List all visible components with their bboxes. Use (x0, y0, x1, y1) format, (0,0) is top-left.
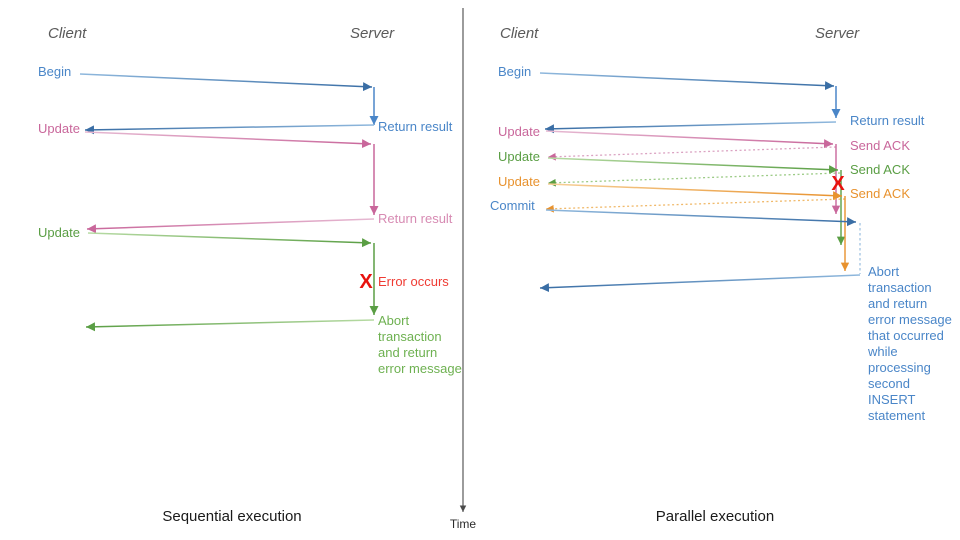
right-abort-note-line-6: processing (868, 360, 931, 375)
right-arrow-abort (539, 274, 861, 293)
left-error-label: Error occurs (378, 274, 449, 289)
right-abort-note-line-5: while (867, 344, 898, 359)
right-error-x-icon: X (831, 173, 845, 195)
right-abort-note-line-3: error message (868, 312, 952, 327)
left-abort-note-line-3: error message (378, 361, 462, 376)
left-panel-caption: Sequential execution (162, 508, 301, 525)
right-label-begin: Begin (498, 64, 531, 79)
right-label-update-2: Update (498, 149, 540, 164)
right-label-update-3: Update (498, 174, 540, 189)
left-server-actor-label: Server (350, 25, 395, 42)
right-abort-note-line-4: that occurred (868, 328, 944, 343)
right-abort-note-line-2: and return (868, 296, 927, 311)
right-abort-note-line-1: transaction (868, 280, 932, 295)
left-arrow-return-result-2 (86, 218, 375, 234)
right-arrow-commit (545, 209, 857, 227)
left-label-update-1: Update (38, 121, 80, 136)
left-abort-note-line-2: and return (378, 345, 437, 360)
left-label-return-result-2: Return result (378, 211, 453, 226)
left-label-begin: Begin (38, 64, 71, 79)
right-arrow-update-1 (545, 130, 834, 149)
left-client-actor-label: Client (48, 25, 87, 42)
left-error-x-icon: X (359, 271, 373, 293)
right-client-actor-label: Client (500, 25, 539, 42)
right-label-send-ack-2: Send ACK (850, 162, 910, 177)
right-arrow-begin (539, 72, 835, 91)
time-axis-label: Time (450, 517, 477, 531)
right-panel: Client Server Begin Return result Update… (490, 25, 952, 525)
right-label-commit: Commit (490, 198, 535, 213)
right-label-return-result: Return result (850, 113, 925, 128)
left-abort-note-line-0: Abort (378, 313, 409, 328)
right-label-update-1: Update (498, 124, 540, 139)
right-arrow-update-2 (547, 157, 839, 175)
right-abort-note-line-0: Abort (868, 264, 899, 279)
left-arrow-update-2 (87, 232, 372, 248)
right-server-actor-label: Server (815, 25, 860, 42)
left-arrow-update-1 (84, 131, 372, 149)
left-arrow-abort (85, 319, 375, 332)
right-arrow-send-ack-2 (547, 172, 841, 187)
right-arrow-send-ack-1 (547, 146, 837, 161)
right-abort-note-line-8: INSERT (868, 392, 915, 407)
right-label-send-ack-3: Send ACK (850, 186, 910, 201)
right-abort-note-line-7: second (868, 376, 910, 391)
right-arrow-send-ack-3 (545, 198, 846, 213)
right-abort-note-line-9: statement (868, 408, 925, 423)
right-arrow-return-result (544, 121, 837, 134)
time-axis: Time (450, 8, 477, 531)
left-arrow-begin (79, 73, 373, 92)
right-label-send-ack-1: Send ACK (850, 138, 910, 153)
right-panel-caption: Parallel execution (656, 508, 774, 525)
left-abort-note-line-1: transaction (378, 329, 442, 344)
left-arrow-return-result-1 (84, 124, 375, 135)
left-panel: Client Server Begin Return result Update… (38, 25, 462, 525)
right-abort-note: Abort transaction and return error messa… (867, 264, 952, 423)
left-label-update-2: Update (38, 225, 80, 240)
left-label-return-result-1: Return result (378, 119, 453, 134)
right-arrow-update-3 (547, 183, 843, 201)
left-abort-note: Abort transaction and return error messa… (378, 313, 462, 376)
